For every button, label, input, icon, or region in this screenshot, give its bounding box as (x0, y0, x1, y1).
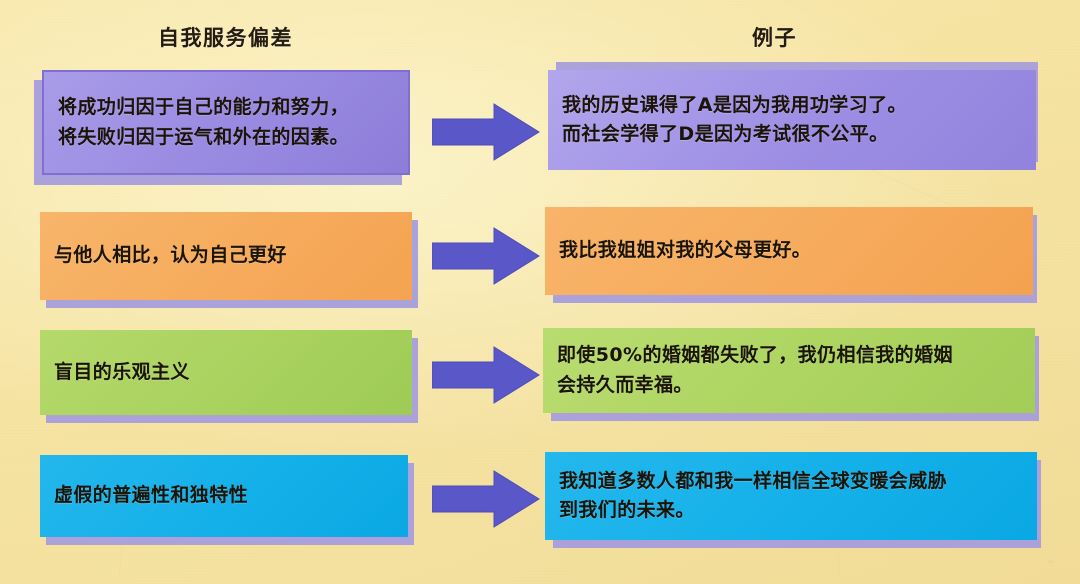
example-card-1-text: 我的历史课得了A是因为我用功学习了。 而社会学得了D是因为考试很不公平。 (562, 93, 907, 145)
bias-card-4-text: 虚假的普遍性和独特性 (54, 484, 249, 507)
scan-blemish (836, 547, 841, 577)
right-arrow-icon-1 (432, 103, 540, 161)
example-card-4[interactable]: 我知道多数人都和我一样相信全球变暖会威胁 到我们的未来。 (545, 452, 1037, 540)
table-row: 与他人相比，认为自己更好 我比我姐姐对我的父母更好。 (0, 0, 1080, 308)
right-arrow-icon-2 (432, 227, 540, 285)
example-card-4-text: 我知道多数人都和我一样相信全球变暖会威胁 到我们的未来。 (559, 469, 948, 521)
bias-card-4[interactable]: 虚假的普遍性和独特性 (40, 455, 408, 537)
bias-card-1-text: 将成功归因于自己的能力和努力， 将失败归因于运气和外在的因素。 (58, 96, 350, 148)
table-row: 虚假的普遍性和独特性 我知道多数人都和我一样相信全球变暖会威胁 到我们的未来。 (0, 0, 1080, 548)
table-row: 盲目的乐观主义 即使50%的婚姻都失败了，我仍相信我的婚姻 会持久而幸福。 (0, 0, 1080, 423)
column-header-bias: 自我服务偏差 (158, 26, 293, 50)
example-card-3-text: 即使50%的婚姻都失败了，我仍相信我的婚姻 会持久而幸福。 (557, 344, 953, 396)
bias-card-1[interactable]: 将成功归因于自己的能力和努力， 将失败归因于运气和外在的因素。 (42, 70, 410, 175)
right-arrow-icon-4 (432, 470, 540, 528)
example-card-2[interactable]: 我比我姐姐对我的父母更好。 (545, 207, 1033, 295)
scan-blemish (1048, 560, 1053, 563)
example-card-1[interactable]: 我的历史课得了A是因为我用功学习了。 而社会学得了D是因为考试很不公平。 (548, 70, 1036, 170)
bias-card-2[interactable]: 与他人相比，认为自己更好 (40, 212, 412, 300)
column-header-example: 例子 (752, 26, 797, 50)
scan-blemish (118, 545, 123, 579)
example-card-2-text: 我比我姐姐对我的父母更好。 (559, 239, 812, 262)
table-row: 将成功归因于自己的能力和努力， 将失败归因于运气和外在的因素。 我的历史课得了A… (0, 0, 1080, 200)
example-card-3[interactable]: 即使50%的婚姻都失败了，我仍相信我的婚姻 会持久而幸福。 (543, 328, 1035, 413)
right-arrow-icon-3 (432, 346, 540, 404)
bias-card-2-text: 与他人相比，认为自己更好 (54, 244, 287, 267)
bias-card-3-text: 盲目的乐观主义 (54, 360, 190, 383)
bias-card-3[interactable]: 盲目的乐观主义 (40, 330, 412, 415)
